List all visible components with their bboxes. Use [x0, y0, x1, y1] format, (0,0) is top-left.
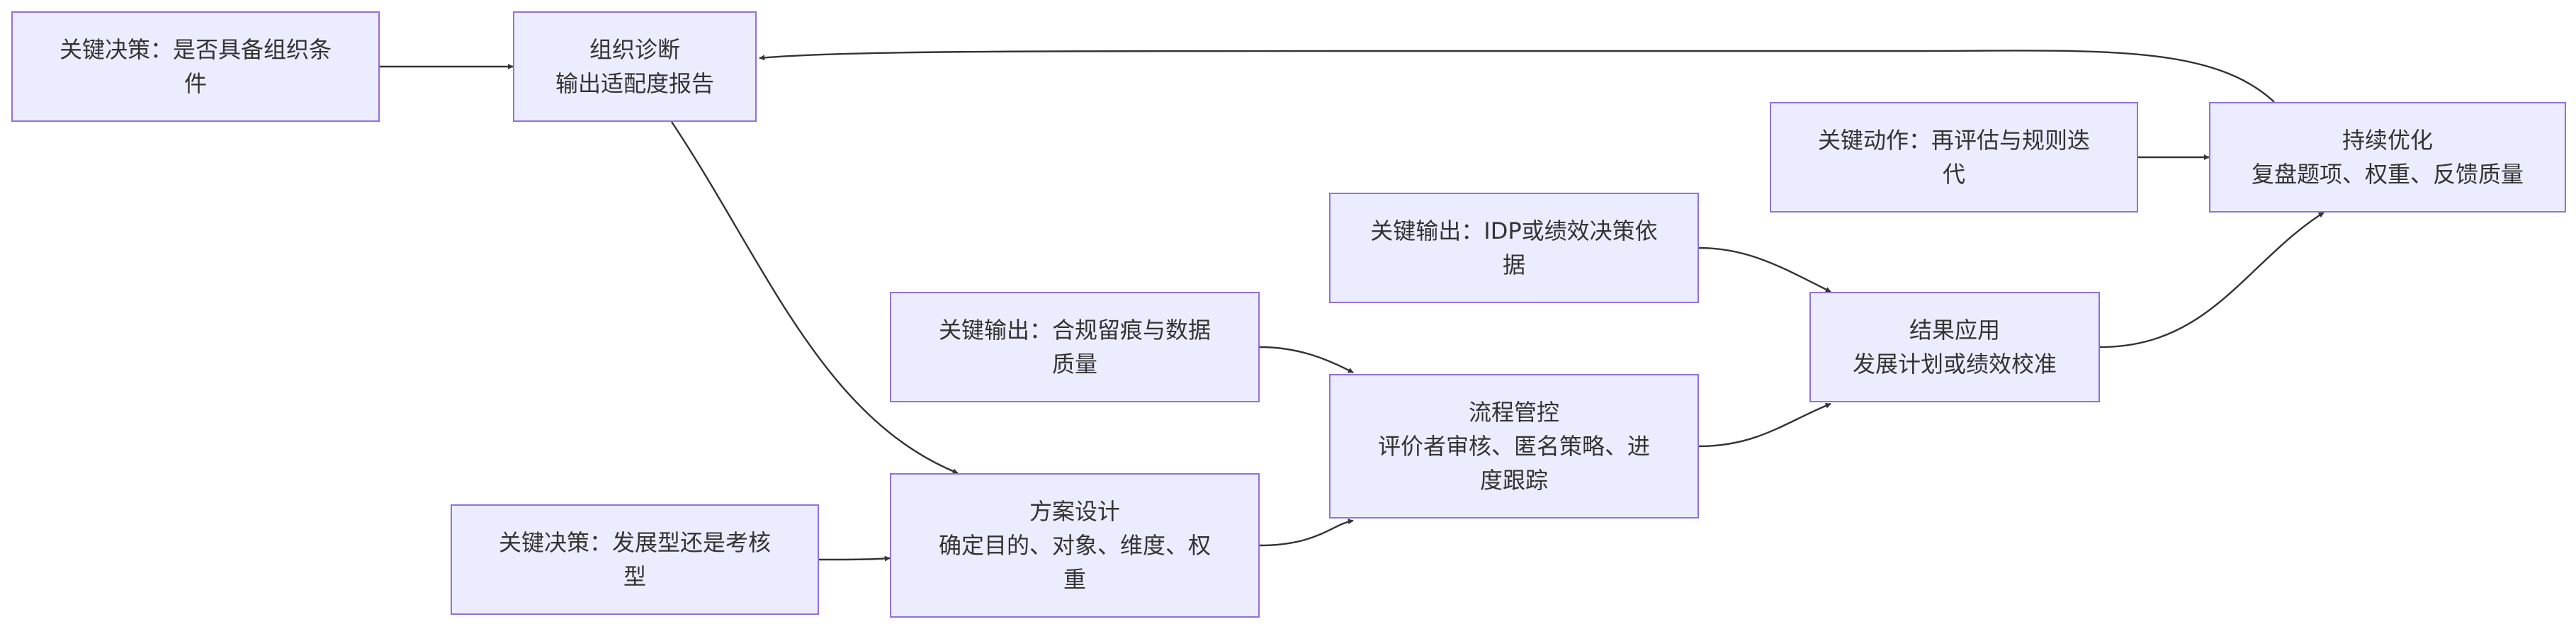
edge-output-compliance-to-process-control	[1259, 346, 1354, 374]
node-continuous-opt[interactable]: 持续优化 复盘题项、权重、反馈质量	[2209, 102, 2566, 212]
node-decision-type-line-2: 型	[623, 563, 646, 590]
edge-result-apply-to-continuous-opt	[2099, 211, 2324, 348]
node-result-apply-title: 结果应用	[1909, 317, 2000, 344]
node-result-apply[interactable]: 结果应用 发展计划或绩效校准	[1809, 292, 2100, 402]
node-org-diagnosis-desc: 输出适配度报告	[555, 70, 714, 97]
node-process-control-desc-line-1: 评价者审核、匿名策略、进	[1377, 433, 1650, 460]
node-plan-design-desc-line-2: 重	[1063, 566, 1086, 593]
node-org-diagnosis-title: 组织诊断	[589, 36, 680, 63]
node-decision-type-line-1: 关键决策：发展型还是考核	[498, 529, 771, 556]
node-decision-org[interactable]: 关键决策：是否具备组织条 件	[11, 11, 380, 122]
node-output-idp-line-2: 据	[1502, 251, 1525, 278]
edge-continuous-opt-to-org-diagnosis	[759, 50, 2275, 103]
node-output-compliance-line-1: 关键输出：合规留痕与数据	[938, 317, 1211, 344]
node-output-compliance[interactable]: 关键输出：合规留痕与数据 质量	[890, 292, 1260, 402]
node-process-control-title: 流程管控	[1468, 399, 1559, 426]
node-action-reassess[interactable]: 关键动作：再评估与规则迭 代	[1770, 102, 2138, 212]
node-action-reassess-line-2: 代	[1942, 161, 1965, 188]
edge-org-diagnosis-to-plan-design	[671, 121, 959, 475]
node-decision-org-line-1: 关键决策：是否具备组织条	[59, 36, 332, 63]
node-result-apply-desc: 发展计划或绩效校准	[1852, 351, 2057, 378]
node-continuous-opt-title: 持续优化	[2341, 127, 2433, 154]
node-process-control[interactable]: 流程管控 评价者审核、匿名策略、进 度跟踪	[1329, 374, 1699, 518]
node-plan-design-desc-line-1: 确定目的、对象、维度、权	[938, 532, 1211, 559]
edge-output-idp-to-result-apply	[1698, 246, 1831, 293]
node-action-reassess-line-1: 关键动作：再评估与规则迭	[1817, 127, 2090, 154]
node-continuous-opt-desc: 复盘题项、权重、反馈质量	[2251, 161, 2524, 188]
node-output-idp[interactable]: 关键输出：IDP或绩效决策依 据	[1329, 193, 1699, 303]
node-plan-design[interactable]: 方案设计 确定目的、对象、维度、权 重	[890, 473, 1260, 618]
node-decision-org-line-2: 件	[183, 70, 207, 97]
edge-plan-design-to-process-control	[1259, 518, 1354, 547]
node-output-compliance-line-2: 质量	[1051, 351, 1097, 378]
edge-decision-type-to-plan-design	[818, 555, 891, 562]
node-plan-design-title: 方案设计	[1029, 498, 1120, 525]
node-output-idp-line-1: 关键输出：IDP或绩效决策依	[1370, 217, 1658, 244]
node-decision-type[interactable]: 关键决策：发展型还是考核 型	[451, 504, 819, 615]
edge-process-control-to-result-apply	[1698, 402, 1831, 448]
node-process-control-desc-line-2: 度跟踪	[1479, 467, 1548, 494]
node-org-diagnosis[interactable]: 组织诊断 输出适配度报告	[513, 11, 757, 122]
